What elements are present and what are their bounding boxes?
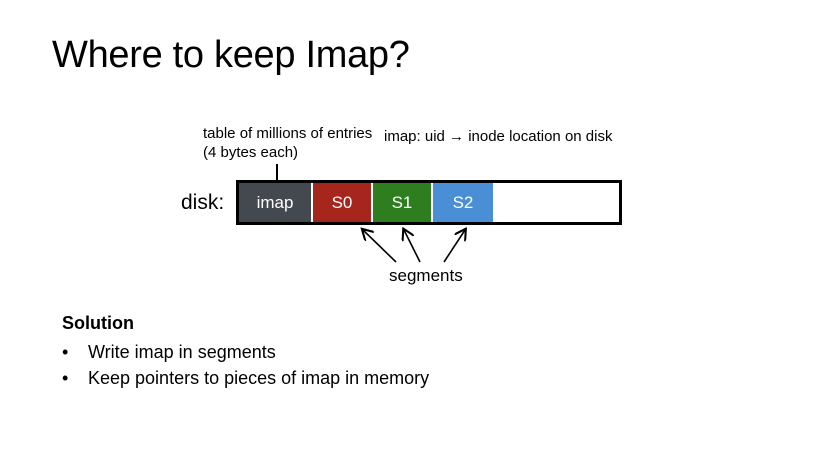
list-item: • Write imap in segments — [62, 339, 429, 365]
disk-cell-s0: S0 — [313, 183, 373, 222]
imap-table-note: table of millions of entries (4 bytes ea… — [203, 125, 373, 161]
bullet-glyph: • — [62, 368, 69, 388]
segments-label: segments — [389, 266, 463, 285]
bullet-text: Write imap in segments — [88, 342, 276, 362]
solution-list: • Write imap in segments • Keep pointers… — [62, 339, 429, 391]
imap-pointer-line — [276, 164, 278, 184]
disk-cell-s2: S2 — [433, 183, 493, 222]
bullet-glyph: • — [62, 342, 69, 362]
disk-bar: imap S0 S1 S2 — [236, 180, 622, 225]
slide-title: Where to keep Imap? — [52, 34, 410, 76]
disk-label: disk: — [181, 191, 225, 214]
bullet-text: Keep pointers to pieces of imap in memor… — [88, 368, 430, 388]
disk-cell-imap: imap — [239, 183, 313, 222]
arrow-to-s1 — [404, 230, 421, 263]
disk-free-space — [493, 183, 619, 222]
arrow-to-s2 — [443, 230, 465, 263]
solution-heading: Solution — [62, 313, 134, 333]
list-item: • Keep pointers to pieces of imap in mem… — [62, 365, 429, 391]
disk-cell-s1: S1 — [373, 183, 433, 222]
imap-mapping-note: imap: uid → inode location on disk — [384, 128, 613, 145]
arrow-to-s0 — [363, 230, 397, 263]
